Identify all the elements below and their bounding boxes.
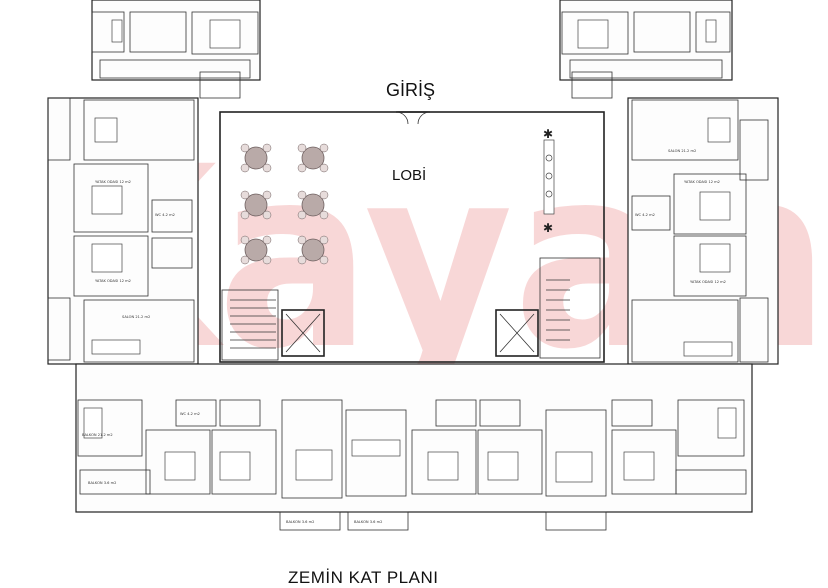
living-label: SALON 21.2 m2 [668, 149, 696, 153]
lobby-area: ✱ ✱ [219, 111, 605, 363]
table-set [297, 143, 329, 173]
table-set [297, 235, 329, 265]
wc-label: WC 4.2 m2 [635, 213, 655, 217]
wc-label: WC 4.2 m2 [180, 412, 200, 416]
bedroom-label: YATAK ODASI 12 m2 [95, 180, 131, 184]
bedroom-label: YATAK ODASI 12 m2 [684, 180, 720, 184]
balcony-label: BALKON 21.2 m2 [82, 433, 113, 437]
unit-bottom-row: BALKON 21.2 m2 BALKON 3.6 m2 WC 4.2 m2 B… [75, 363, 753, 531]
table-set [297, 190, 329, 220]
living-label: SALON 21.2 m2 [122, 315, 150, 319]
table-set [240, 190, 272, 220]
unit-top-left [91, 0, 261, 99]
svg-text:✱: ✱ [543, 221, 553, 235]
lobby-label: LOBİ [392, 167, 427, 184]
unit-top-right [559, 0, 733, 99]
unit-left-wing: YATAK ODASI 12 m2 WC 4.2 m2 YATAK ODASI … [47, 97, 199, 365]
lobby-seating [240, 143, 329, 265]
entrance-label: GİRİŞ [386, 80, 436, 100]
unit-right-wing: SALON 21.2 m2 WC 4.2 m2 YATAK ODASI 12 m… [627, 97, 779, 365]
balcony-label: BALKON 3.6 m2 [354, 520, 382, 524]
stairs-right [539, 257, 601, 359]
wc-label: WC 4.2 m2 [155, 213, 175, 217]
bedroom-label: YATAK ODASI 12 m2 [95, 279, 131, 283]
stairs-left [230, 299, 276, 349]
plan-title: ZEMİN KAT PLANI [288, 568, 439, 587]
balcony-label: BALKON 3.6 m2 [88, 481, 116, 485]
table-set [240, 235, 272, 265]
bedroom-label: YATAK ODASI 12 m2 [690, 280, 726, 284]
balcony-label: BALKON 3.6 m2 [286, 520, 314, 524]
table-set [240, 143, 272, 173]
svg-text:✱: ✱ [543, 127, 553, 141]
